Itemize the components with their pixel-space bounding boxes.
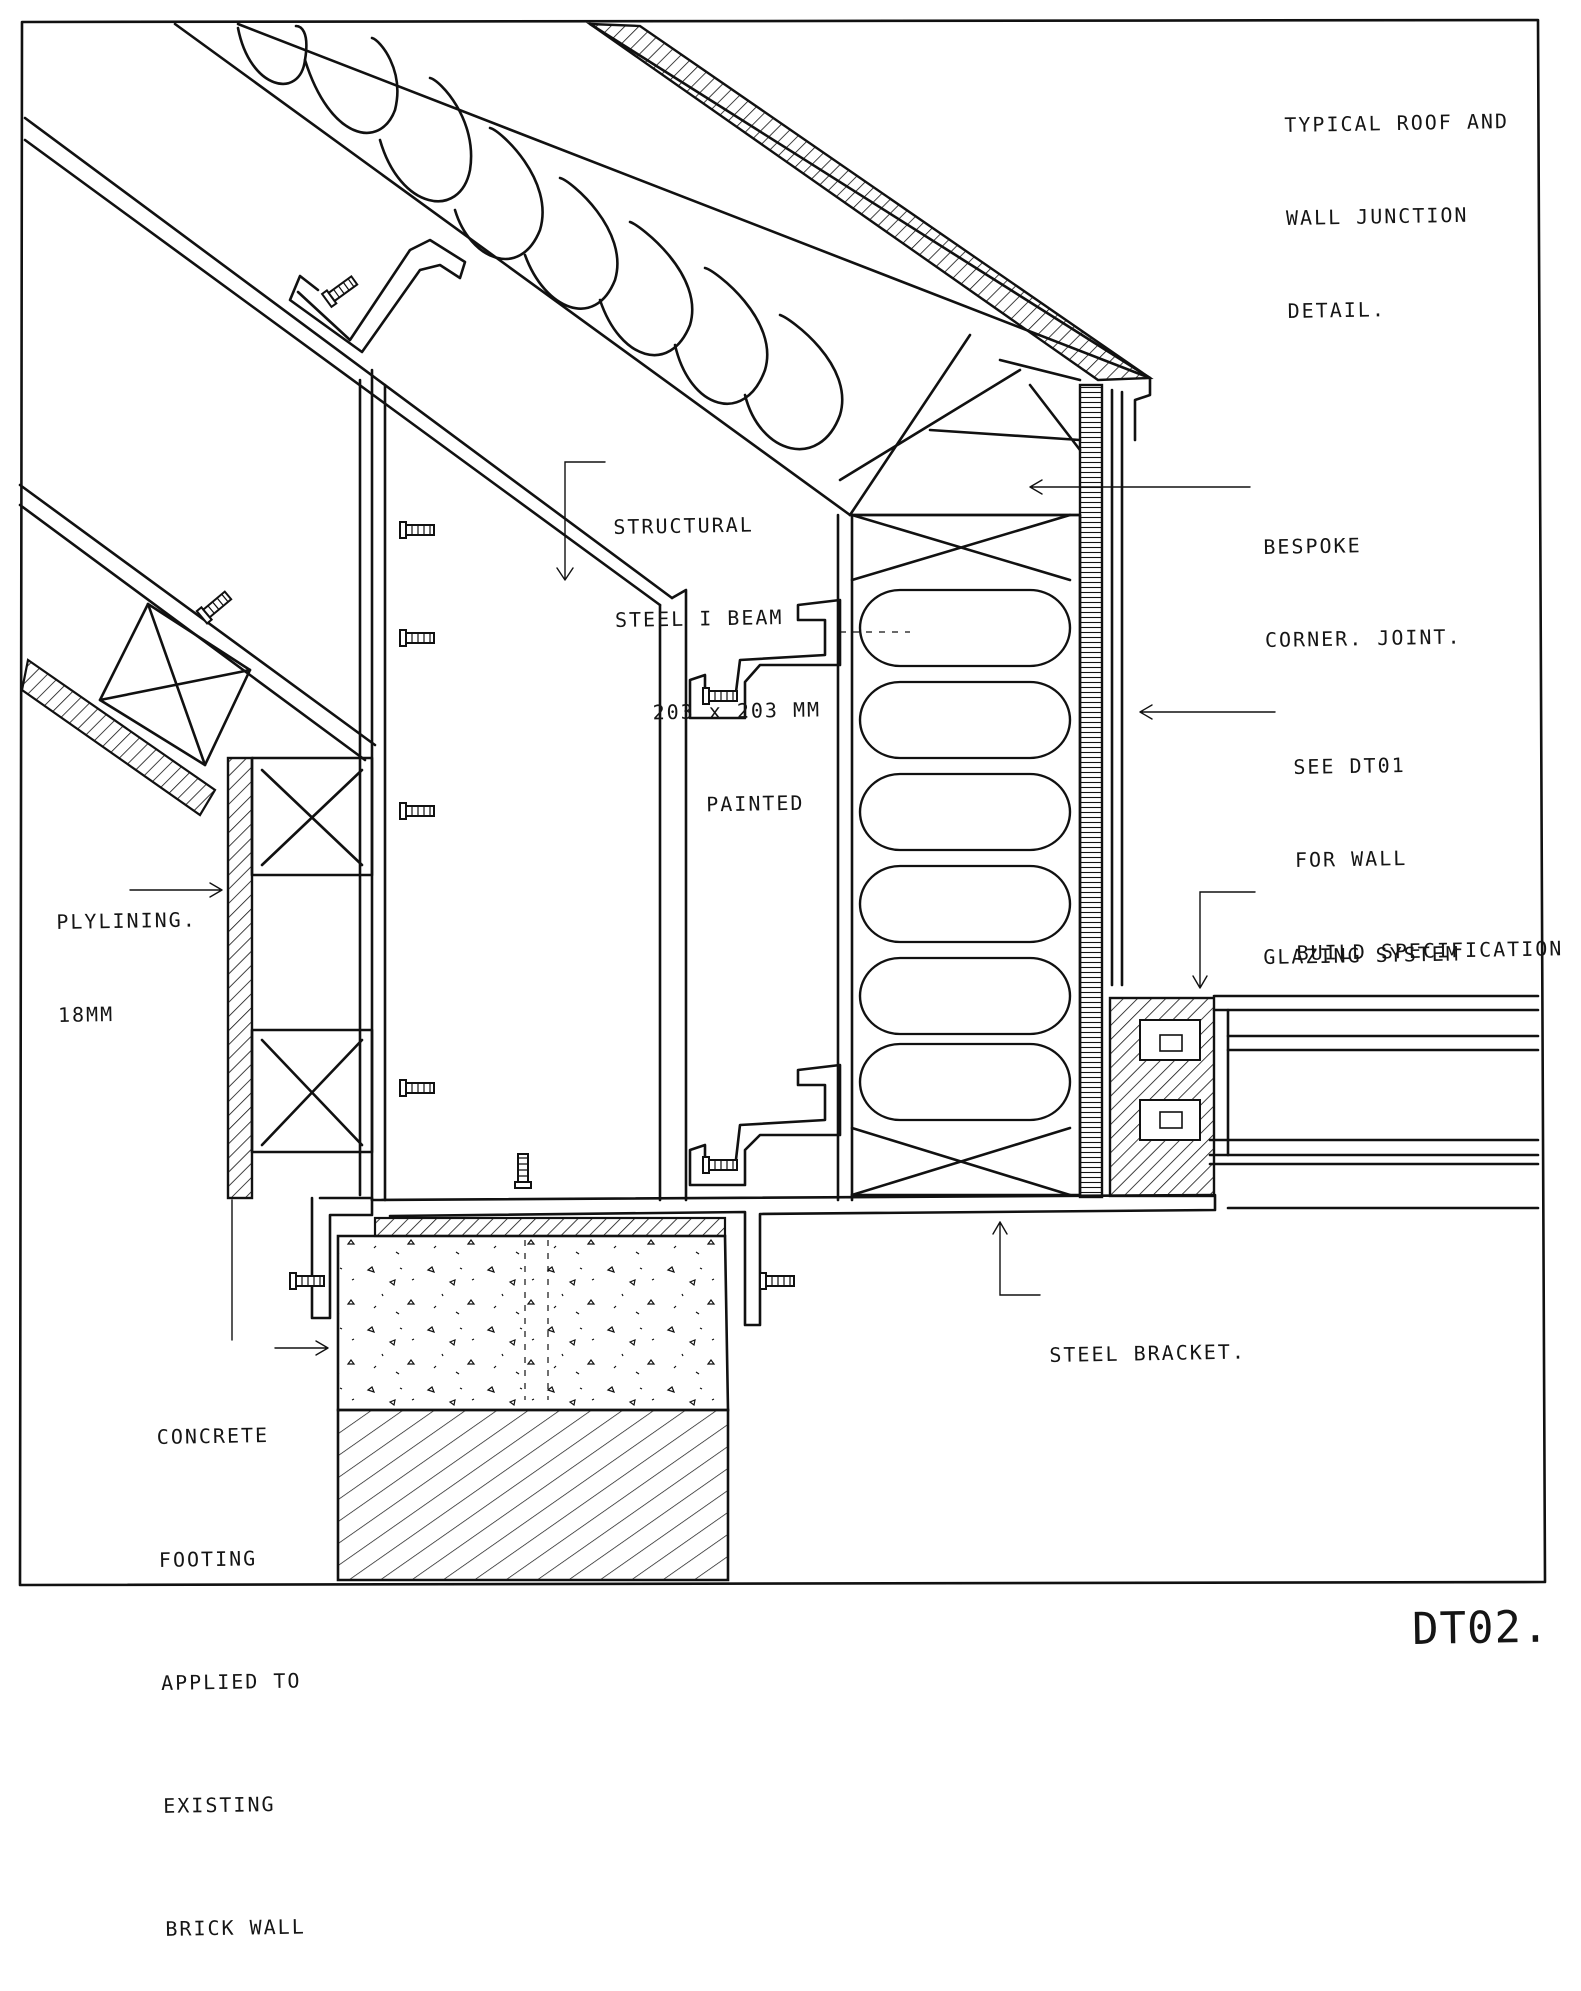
sheet-title: TYPICAL ROOF AND WALL JUNCTION DETAIL. (1283, 44, 1513, 358)
section-drawing (18, 18, 1547, 1587)
footing-label: CONCRETE FOOTING APPLIED TO EXISTING BRI… (155, 1333, 307, 1991)
roof-buildup (173, 22, 1154, 517)
plylining-board (226, 756, 254, 1200)
wall-channels (688, 598, 910, 1187)
lower-rafter (18, 483, 377, 817)
glazing-system (1108, 994, 1540, 1210)
plylining-line: 18MM (57, 1001, 115, 1027)
steel-bracket-line: STEEL BRACKET. (1049, 1339, 1247, 1367)
inclined-steel-member (23, 116, 688, 1202)
sheet-title-line: WALL JUNCTION (1285, 202, 1469, 230)
beam-label-line: STRUCTURAL (613, 512, 754, 539)
concrete-footing (336, 1216, 730, 1412)
roof-insulation-batts (236, 24, 844, 451)
beam-label-line: 203 x 203 MM (652, 697, 822, 725)
plylining-line: PLYLINING. (56, 907, 197, 934)
glazing-line: GLAZING SYSTEM (1263, 941, 1461, 969)
sheet-border (18, 18, 1547, 1587)
footing-line: CONCRETE (156, 1423, 270, 1449)
roof-purlin (288, 238, 467, 354)
footing-line: APPLIED TO (160, 1668, 302, 1695)
wall-cladding-board (1078, 383, 1104, 1199)
wall-spec-line: FOR WALL (1294, 846, 1408, 872)
footing-line: BRICK WALL (165, 1914, 306, 1941)
beam-label-line: STEEL I BEAM (614, 605, 784, 632)
beam-label-line: PAINTED (705, 790, 805, 817)
corner-joint-line: CORNER. JOINT. (1264, 624, 1462, 652)
glazing-label: GLAZING SYSTEM (1262, 877, 1461, 1004)
corner-joint-line: BESPOKE (1263, 533, 1362, 559)
existing-brick-wall (336, 1408, 730, 1582)
corner-joint-label: BESPOKE CORNER. JOINT. (1262, 467, 1462, 687)
timber-noggins (250, 756, 374, 1154)
sheet-title-line: TYPICAL ROOF AND (1284, 109, 1510, 137)
drawing-number-text: DT02. (1411, 1601, 1550, 1655)
leader-lines (129, 461, 1276, 1356)
steel-bracket (289, 1193, 1217, 1327)
wall-cladding-skin (1110, 388, 1124, 987)
steel-bracket-label: STEEL BRACKET. (1048, 1275, 1247, 1402)
drawing-number: DT02. (1410, 1508, 1551, 1702)
beam-label: STRUCTURAL STEEL I BEAM 203 x 203 MM PAI… (612, 446, 824, 853)
wall-spec-line: SEE DT01 (1293, 753, 1406, 779)
footing-line: EXISTING (163, 1791, 276, 1818)
plylining-label: PLYLINING. 18MM (55, 843, 199, 1062)
steel-i-beam-web (358, 368, 532, 1202)
sheet-title-line: DETAIL. (1287, 297, 1387, 323)
wall-insulation (836, 513, 1082, 1202)
footing-line: FOOTING (158, 1546, 258, 1572)
